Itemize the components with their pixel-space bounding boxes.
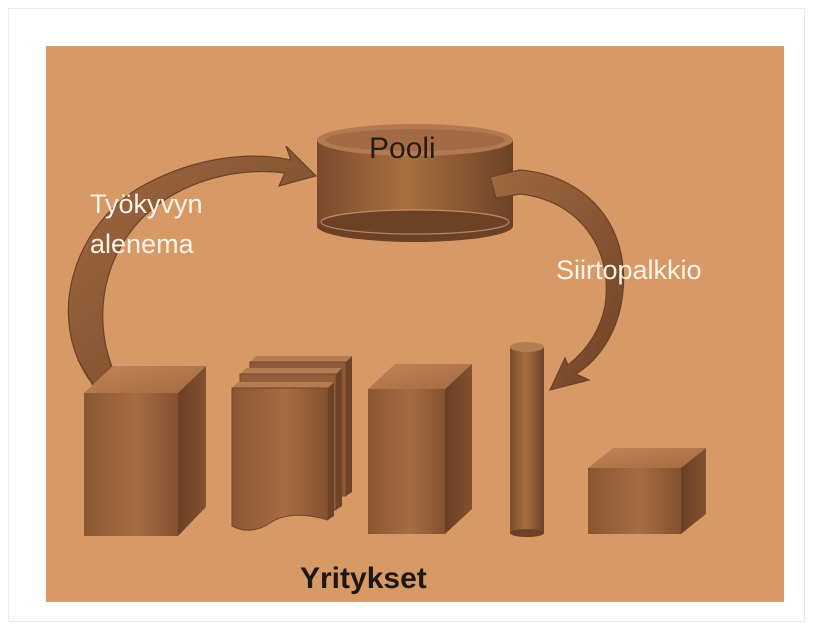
transfer-fee-label: Siirtopalkkio [556,255,702,285]
companies-label: Yritykset [300,562,427,595]
image-frame [8,8,805,622]
work-ability-reduction-label-line-1: Työkyvyn [90,189,203,219]
company-box-1 [84,366,206,536]
left-curved-arrow [67,145,318,400]
work-ability-reduction-label-line-2: alenema [90,229,194,259]
right-curved-arrow [489,169,625,391]
pool-cylinder [317,124,513,242]
company-box-2-stacked [231,356,352,531]
pool-label: Pooli [369,132,436,165]
company-cylinder-4 [510,342,544,537]
company-box-3 [368,364,472,534]
company-box-5 [588,448,706,534]
work-ability-reduction-label: Työkyvyn alenema [90,184,203,264]
